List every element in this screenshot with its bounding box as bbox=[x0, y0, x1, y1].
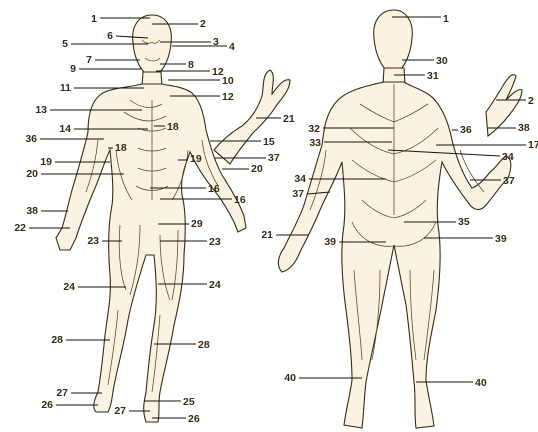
anterior-label-19: 19 bbox=[190, 153, 202, 165]
posterior-label-21: 21 bbox=[283, 113, 295, 125]
anterior-label-8: 8 bbox=[188, 59, 194, 71]
anterior-label-37: 37 bbox=[268, 152, 280, 164]
anterior-label-26: 26 bbox=[41, 399, 53, 411]
anterior-label-16: 16 bbox=[234, 194, 246, 206]
anterior-label-20: 20 bbox=[251, 163, 263, 175]
posterior-label-37: 37 bbox=[292, 188, 304, 200]
posterior-label-17: 17 bbox=[528, 139, 538, 151]
posterior-label-1: 1 bbox=[443, 13, 449, 25]
anterior-label-2: 2 bbox=[200, 18, 206, 30]
anterior-label-18: 18 bbox=[115, 142, 127, 154]
anterior-label-5: 5 bbox=[62, 38, 68, 50]
anterior-label-7: 7 bbox=[86, 54, 92, 66]
anterior-label-24: 24 bbox=[209, 279, 221, 291]
anterior-label-28: 28 bbox=[51, 334, 63, 346]
anterior-label-27: 27 bbox=[56, 387, 68, 399]
posterior-figure bbox=[278, 10, 522, 428]
anterior-label-23: 23 bbox=[87, 235, 99, 247]
posterior-label-2: 2 bbox=[528, 95, 534, 107]
anterior-label-26: 26 bbox=[188, 413, 200, 425]
posterior-label-33: 33 bbox=[309, 137, 321, 149]
posterior-label-38: 38 bbox=[518, 122, 530, 134]
posterior-label-39: 39 bbox=[324, 236, 336, 248]
posterior-label-34: 34 bbox=[294, 173, 306, 185]
anterior-label-19: 19 bbox=[40, 156, 52, 168]
anterior-label-36: 36 bbox=[25, 133, 37, 145]
anterior-label-9: 9 bbox=[70, 63, 76, 75]
posterior-label-35: 35 bbox=[458, 216, 470, 228]
anterior-label-24: 24 bbox=[63, 281, 75, 293]
anterior-label-12: 12 bbox=[222, 91, 234, 103]
anterior-label-20: 20 bbox=[26, 168, 38, 180]
back-raised-hand bbox=[486, 75, 522, 136]
anterior-label-16: 16 bbox=[208, 183, 220, 195]
anterior-label-38: 38 bbox=[26, 205, 38, 217]
posterior-label-31: 31 bbox=[427, 70, 439, 82]
anterior-label-11: 11 bbox=[60, 82, 71, 94]
anterior-label-29: 29 bbox=[191, 218, 203, 230]
posterior-label-21: 21 bbox=[261, 229, 273, 241]
posterior-label-34: 34 bbox=[502, 151, 514, 163]
anterior-label-13: 13 bbox=[35, 104, 47, 116]
anterior-label-1: 1 bbox=[91, 13, 97, 25]
back-head bbox=[374, 10, 413, 70]
posterior-label-39: 39 bbox=[495, 233, 507, 245]
posterior-label-36: 36 bbox=[460, 124, 472, 136]
anterior-figure bbox=[56, 15, 290, 422]
front-body bbox=[56, 84, 246, 422]
anterior-label-27: 27 bbox=[114, 405, 126, 417]
anterior-label-25: 25 bbox=[183, 396, 195, 408]
anterior-label-28: 28 bbox=[198, 339, 210, 351]
posterior-label-40: 40 bbox=[475, 377, 487, 389]
anterior-label-18: 18 bbox=[167, 121, 179, 133]
anterior-label-10: 10 bbox=[222, 75, 234, 87]
posterior-label-32: 32 bbox=[308, 123, 320, 135]
anterior-label-4: 4 bbox=[229, 41, 235, 53]
anterior-label-14: 14 bbox=[59, 123, 71, 135]
anterior-label-22: 22 bbox=[14, 222, 26, 234]
anterior-label-6: 6 bbox=[107, 30, 113, 42]
posterior-label-40: 40 bbox=[284, 372, 296, 384]
anterior-label-15: 15 bbox=[263, 136, 275, 148]
posterior-label-37: 37 bbox=[503, 175, 515, 187]
anterior-label-23: 23 bbox=[209, 236, 221, 248]
posterior-label-30: 30 bbox=[436, 55, 448, 67]
